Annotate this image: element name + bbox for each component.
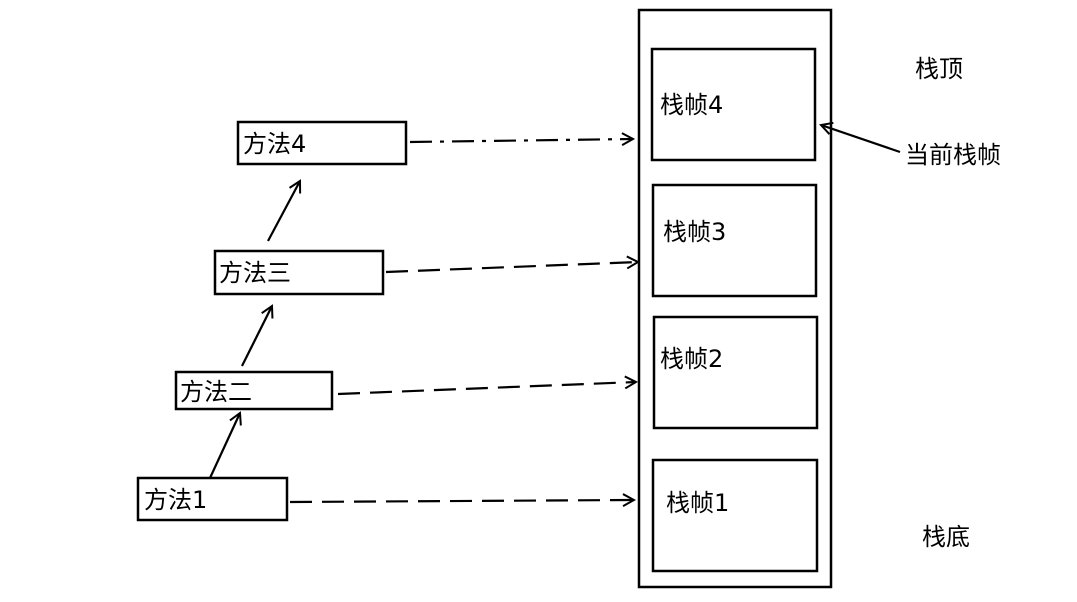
call-arrow-2-to-3 [241, 306, 272, 367]
stack-frame-1-label: 栈帧1 [666, 489, 729, 517]
stack-frame-4-label: 栈帧4 [660, 91, 723, 119]
method-2-label: 方法二 [180, 378, 252, 406]
current-frame-arrow [821, 125, 901, 154]
map-arrow-method-1 [289, 500, 634, 502]
call-arrow-1-to-2 [209, 413, 240, 479]
method-3: 方法三 [213, 249, 385, 296]
call-arrow-3-to-4 [267, 181, 300, 242]
method-1: 方法1 [136, 476, 289, 522]
method-2: 方法二 [174, 370, 334, 411]
stack-frame-3-label: 栈帧3 [663, 218, 726, 246]
stack-top-label: 栈顶 [915, 55, 963, 83]
method-4-label: 方法4 [243, 130, 306, 158]
stack-frame-1: 栈帧1 [651, 458, 819, 573]
stack-frame-2: 栈帧2 [652, 315, 819, 430]
stack-bottom-label: 栈底 [922, 523, 970, 551]
method-3-label: 方法三 [219, 259, 291, 287]
current-frame-label: 当前栈帧 [905, 141, 1001, 169]
method-1-label: 方法1 [144, 486, 207, 514]
map-arrow-method-2 [337, 382, 636, 396]
stack-frame-4: 栈帧4 [650, 47, 817, 162]
stack-frame-3: 栈帧3 [651, 183, 818, 298]
stack-frame-2-label: 栈帧2 [660, 345, 723, 373]
map-arrow-method-4 [409, 139, 633, 142]
method-4: 方法4 [236, 120, 408, 166]
map-arrow-method-3 [385, 262, 638, 274]
